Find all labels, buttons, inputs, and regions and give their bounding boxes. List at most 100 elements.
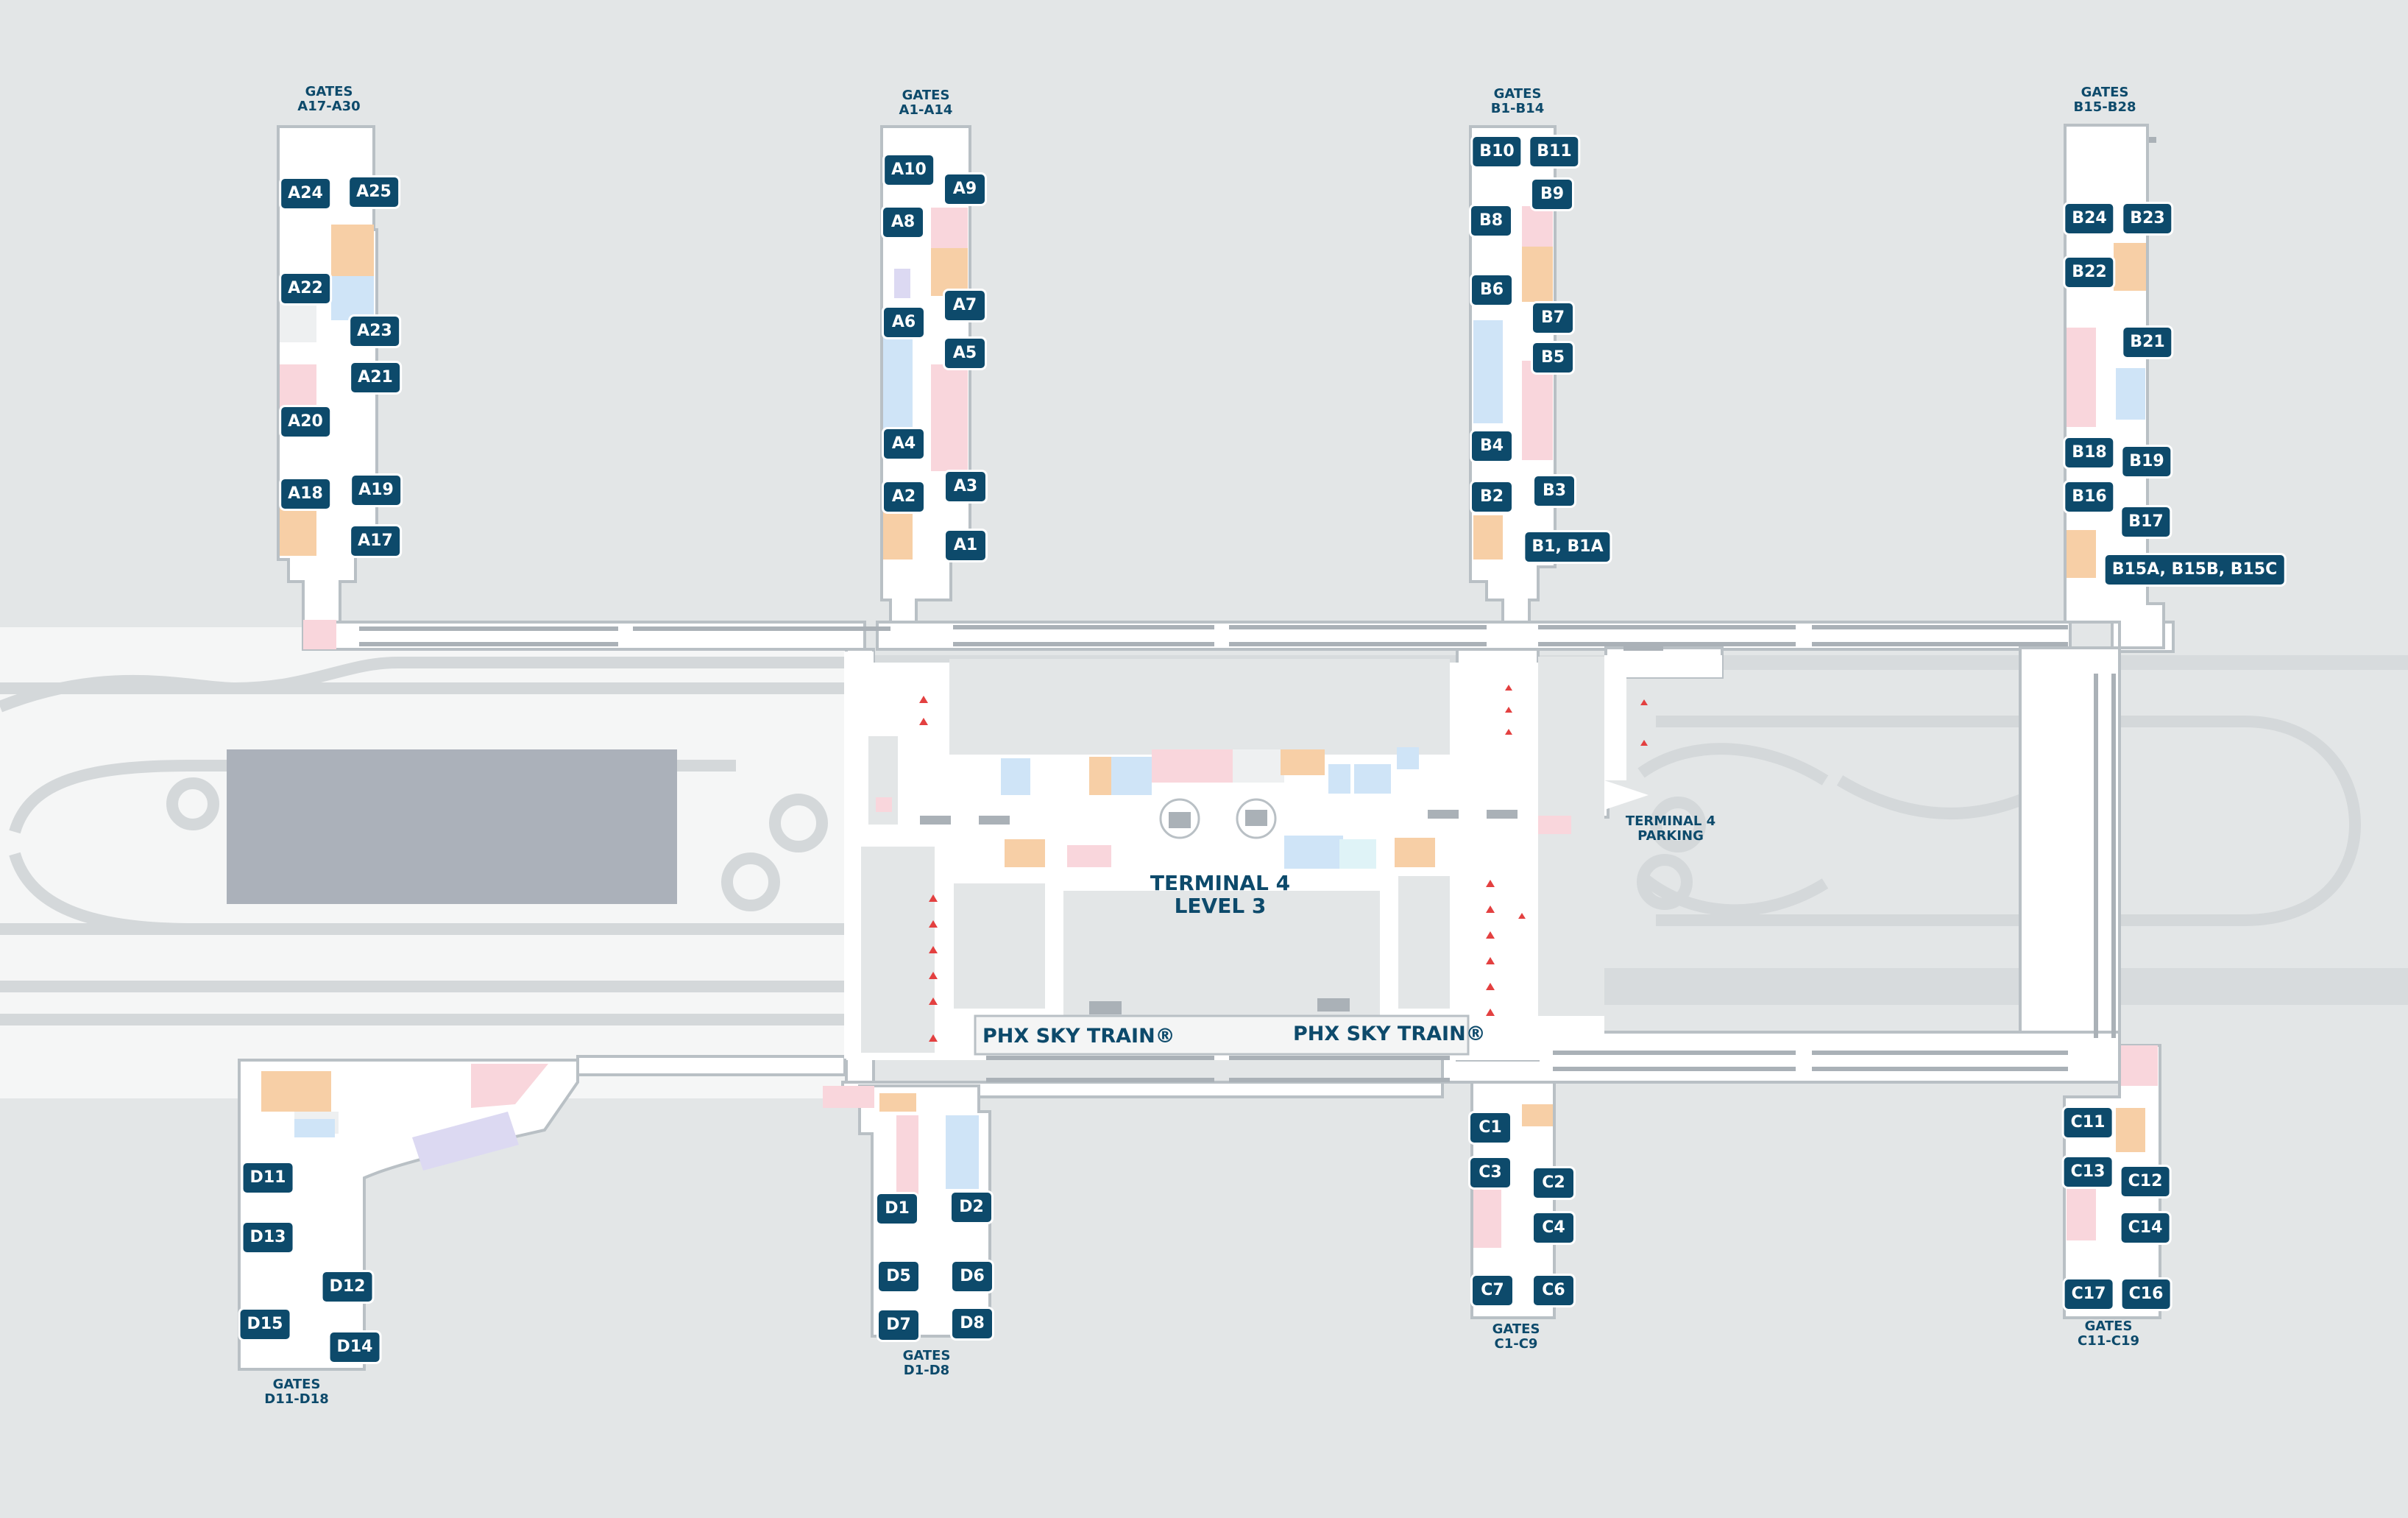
roadway-lanes-west [0, 657, 846, 1025]
gate-badge[interactable]: A4 [884, 429, 924, 459]
gate-badge[interactable]: C17 [2064, 1279, 2113, 1309]
terminal-title: TERMINAL 4 [1150, 871, 1291, 895]
gate-badge[interactable]: D13 [243, 1223, 293, 1252]
gate-badge[interactable]: D15 [240, 1310, 290, 1339]
gate-badge[interactable]: C16 [2122, 1279, 2170, 1309]
gate-badge[interactable]: B11 [1530, 137, 1579, 166]
gate-badge[interactable]: D11 [243, 1163, 293, 1193]
terminal-shops [876, 747, 1571, 869]
concourse-label-line1: GATES [902, 1348, 951, 1363]
sky-train-tracks [359, 625, 2116, 1082]
gate-badge[interactable]: A1 [946, 531, 985, 560]
gate-badge[interactable]: B17 [2122, 507, 2170, 537]
gate-badge[interactable]: C2 [1534, 1168, 1573, 1198]
gate-badge[interactable]: A18 [281, 479, 330, 509]
concourse-label-a1-a14: GATES A1-A14 [845, 88, 1007, 118]
gate-badge[interactable]: B23 [2123, 204, 2172, 233]
gate-badge[interactable]: A17 [351, 526, 400, 556]
gate-badge[interactable]: A9 [945, 174, 985, 204]
concourse-label-d1-d8: GATES D1-D8 [846, 1349, 1008, 1378]
gate-badge[interactable]: D12 [322, 1272, 372, 1302]
concourse-label-c11-c19: GATES C11-C19 [2028, 1319, 2189, 1349]
concourse-label-line2: C1-C9 [1494, 1335, 1538, 1352]
gate-badge[interactable]: C14 [2121, 1213, 2170, 1243]
gate-badge[interactable]: A7 [945, 291, 985, 320]
gate-badge[interactable]: B18 [2065, 438, 2114, 467]
sky-train-label-left: PHX SKY TRAIN® [982, 1025, 1175, 1048]
gate-badge[interactable]: A21 [351, 363, 400, 392]
roundabouts-west [166, 777, 828, 911]
gate-badge[interactable]: B19 [2122, 447, 2171, 476]
gate-badge[interactable]: B5 [1533, 343, 1573, 373]
gate-badge[interactable]: D8 [952, 1309, 992, 1338]
concourse-label-line2: A1-A14 [899, 102, 953, 118]
parking-connector [1604, 655, 1722, 780]
concourse-label-line2: B1-B14 [1490, 100, 1545, 116]
gate-badge[interactable]: B15A, B15B, B15C [2105, 555, 2284, 585]
gate-badge[interactable]: C12 [2121, 1167, 2170, 1196]
roadway-lanes-east [1637, 716, 2362, 926]
gate-badge[interactable]: C6 [1534, 1276, 1573, 1305]
gate-badge[interactable]: B3 [1534, 476, 1574, 506]
gate-badge[interactable]: B2 [1472, 482, 1512, 512]
concourse-label-line2: D1-D8 [903, 1362, 950, 1378]
concourse-label-b1-b14: GATES B1-B14 [1437, 87, 1598, 116]
parking-garage-building [309, 749, 677, 755]
gate-badge[interactable]: D2 [952, 1193, 991, 1222]
sky-train-label-right: PHX SKY TRAIN® [1293, 1023, 1486, 1045]
gate-badge[interactable]: B6 [1472, 275, 1512, 305]
gate-badge[interactable]: D14 [330, 1332, 380, 1362]
gate-badge[interactable]: A25 [350, 177, 398, 207]
direction-arrows [919, 685, 1648, 1042]
concourse-label-c1-c9: GATES C1-C9 [1435, 1322, 1597, 1352]
gate-badge[interactable]: C1 [1470, 1113, 1510, 1143]
gate-badge[interactable]: B7 [1533, 303, 1573, 333]
concourse-label-line2: A17-A30 [297, 98, 361, 114]
gate-badge[interactable]: C4 [1534, 1213, 1573, 1243]
gate-badge[interactable]: D5 [879, 1262, 918, 1291]
gate-badge[interactable]: B1, B1A [1525, 532, 1610, 562]
gate-badge[interactable]: B24 [2065, 204, 2114, 233]
gate-badge[interactable]: B16 [2065, 482, 2114, 512]
gate-badge[interactable]: A3 [946, 472, 985, 501]
concourse-label-b15-b28: GATES B15-B28 [2024, 85, 2186, 115]
concourse-label-line1: GATES [305, 84, 353, 99]
gate-badge[interactable]: A24 [281, 179, 330, 208]
concourse-label-a17-a30: GATES A17-A30 [248, 85, 410, 114]
gate-badge[interactable]: D7 [879, 1310, 918, 1340]
gate-badge[interactable]: C11 [2064, 1108, 2112, 1137]
gate-badge[interactable]: A2 [884, 482, 924, 512]
gate-badge[interactable]: A5 [945, 339, 985, 368]
gate-badge[interactable]: D1 [877, 1194, 917, 1224]
concourse-label-line1: GATES [2084, 1318, 2133, 1334]
terminal-interior-blocks [861, 657, 1604, 1053]
gate-badge[interactable]: A8 [883, 208, 923, 237]
gate-badge[interactable]: A6 [884, 308, 924, 337]
concourse-d11-d18 [238, 1059, 579, 1371]
concourse-label-line1: GATES [2081, 85, 2129, 100]
gate-badge[interactable]: A19 [352, 476, 400, 505]
parking-label-line2: PARKING [1637, 827, 1704, 844]
escalators [920, 137, 2156, 1014]
gate-badge[interactable]: B22 [2065, 258, 2114, 287]
gate-badge[interactable]: C13 [2064, 1157, 2112, 1187]
gate-badge[interactable]: C3 [1470, 1158, 1510, 1187]
parking-label-line1: TERMINAL 4 [1625, 813, 1716, 829]
gate-badge[interactable]: A10 [885, 155, 933, 185]
gate-badge[interactable]: A20 [281, 407, 330, 437]
gate-badge[interactable]: B10 [1473, 137, 1521, 166]
concourse-label-line1: GATES [1493, 86, 1542, 102]
parking-connector [1604, 780, 1649, 810]
gate-badge[interactable]: B4 [1472, 431, 1512, 461]
concourse-label-d11-d18: GATES D11-D18 [216, 1377, 378, 1407]
gate-badge[interactable]: B21 [2123, 328, 2172, 357]
gate-badge[interactable]: D6 [952, 1262, 992, 1291]
gate-badge[interactable]: B9 [1532, 180, 1572, 209]
sky-train-platform [974, 1014, 1470, 1056]
concourse-label-line2: B15-B28 [2073, 99, 2136, 115]
gate-badge[interactable]: A22 [281, 274, 330, 303]
gate-badge[interactable]: A23 [350, 317, 399, 346]
gate-badge[interactable]: C7 [1473, 1276, 1512, 1305]
gate-badge[interactable]: B8 [1471, 206, 1511, 236]
